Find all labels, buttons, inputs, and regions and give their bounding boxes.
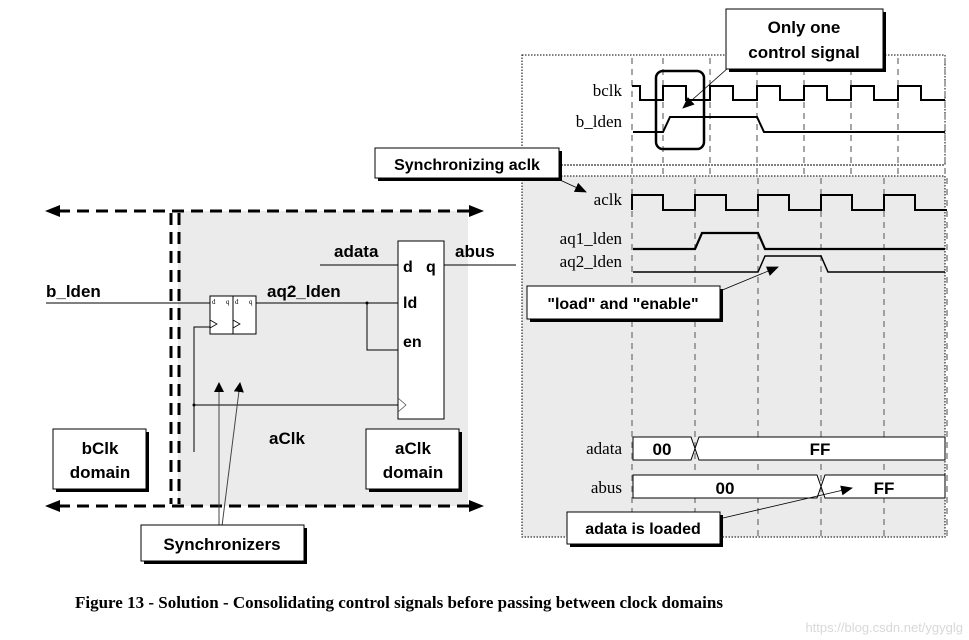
aclk-domain-line1: aClk [395, 439, 431, 458]
abus-label: abus [455, 242, 495, 261]
figure-caption: Figure 13 - Solution - Consolidating con… [75, 593, 723, 612]
only-one-box [725, 8, 884, 70]
sync-ff-1-clock-icon [209, 319, 218, 329]
b-lden-label: b_lden [46, 282, 101, 301]
wave-label-adata: adata [586, 439, 622, 458]
load-enable-register [397, 240, 445, 420]
synchronizers-pointer-2 [221, 382, 244, 527]
waveform-bclk [632, 85, 945, 101]
waveform-b-lden [633, 116, 945, 133]
waveform-aq1-lden [633, 231, 945, 251]
wave-label-bclk: bclk [593, 81, 623, 100]
register-clock-icon [397, 397, 407, 413]
wave-label-aclk: aclk [594, 190, 623, 209]
aclk-domain-line2: domain [383, 463, 443, 482]
adata-loaded-pointer [722, 485, 853, 519]
sync-ff-1-d: d [212, 298, 216, 306]
waveform-aclk [631, 194, 947, 211]
timing-diagram: bclk b_lden aclk aq1_lden aq2_lden adata… [374, 8, 948, 547]
bclk-domain-line1: bClk [82, 439, 119, 458]
bclk-domain-line2: domain [70, 463, 130, 482]
load-enable-pointer [719, 266, 779, 292]
synchronizer-flops: d q d q [209, 295, 257, 335]
abus-value-1: FF [874, 479, 895, 498]
sync-ff-2-d: d [235, 298, 239, 306]
arrowhead-left-top-icon [45, 205, 60, 217]
adata-loaded-box [566, 511, 721, 545]
watermark: https://blog.csdn.net/ygyglg [805, 620, 963, 635]
load-enable-label: "load" and "enable" [547, 296, 698, 313]
register-pin-en: en [403, 334, 422, 351]
wave-label-aq1-lden: aq1_lden [560, 229, 623, 248]
only-one-highlight [654, 69, 706, 151]
aclk-region-label: aClk [269, 429, 305, 448]
adata-value-0: 00 [653, 440, 672, 459]
aclk-domain-box [365, 428, 460, 490]
en-wire [366, 303, 398, 351]
waveform-abus: 00 FF [632, 474, 946, 499]
synchronizing-box [374, 147, 560, 179]
arrowhead-right-bottom-icon [469, 500, 484, 512]
register-pin-ld: ld [403, 295, 417, 312]
adata-value-1: FF [810, 440, 831, 459]
arrowhead-left-bottom-icon [45, 500, 60, 512]
clock-junction-dot [192, 403, 196, 407]
clock-wire [193, 326, 210, 452]
only-one-pointer [682, 67, 729, 109]
adata-loaded-label: adata is loaded [585, 521, 701, 538]
adata-bus-shape [632, 436, 946, 461]
synchronizing-label: Synchronizing aclk [394, 157, 540, 174]
bclk-section [521, 54, 946, 166]
sync-ff-2-clock-icon [232, 319, 241, 329]
load-enable-box [526, 285, 721, 320]
register-pin-q: q [426, 259, 436, 276]
bclk-domain-box [52, 428, 147, 490]
sync-ff-2-q: q [249, 298, 253, 306]
schematic: b_lden d q d q aq2_lden d q ld en adata [45, 205, 516, 564]
adata-label: adata [334, 242, 379, 261]
only-one-line2: control signal [748, 43, 859, 62]
wave-label-b-lden: b_lden [576, 112, 623, 131]
abus-value-0: 00 [716, 479, 735, 498]
synchronizing-pointer [559, 179, 587, 193]
synchronizers-box [140, 524, 305, 562]
abus-bus-shape [632, 474, 946, 499]
arrowhead-right-top-icon [469, 205, 484, 217]
sync-ff-1-q: q [226, 298, 230, 306]
only-one-line1: Only one [768, 18, 841, 37]
register-pin-d: d [403, 259, 413, 276]
waveform-adata: 00 FF [632, 436, 946, 461]
synchronizers-label: Synchronizers [163, 535, 280, 554]
wave-label-abus: abus [591, 478, 622, 497]
wave-label-aq2-lden: aq2_lden [560, 252, 623, 271]
waveform-aq2-lden [633, 255, 945, 273]
aq2-lden-label: aq2_lden [267, 282, 341, 301]
